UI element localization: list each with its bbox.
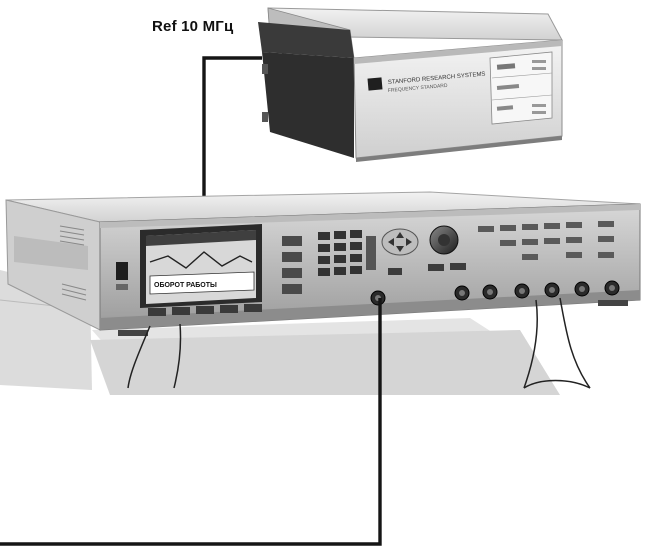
- cluster-button[interactable]: [522, 224, 538, 230]
- keypad-key[interactable]: [350, 254, 362, 262]
- softkey[interactable]: [244, 304, 262, 312]
- arrow-right-icon[interactable]: [406, 238, 412, 246]
- side-button[interactable]: [282, 236, 302, 246]
- function-button[interactable]: [428, 264, 444, 271]
- keypad-key[interactable]: [350, 242, 362, 250]
- cluster-button[interactable]: [500, 240, 516, 246]
- display-banner: ОБОРОТ РАБОТЫ: [154, 282, 217, 289]
- arrow-pad: [381, 228, 419, 256]
- cluster-button[interactable]: [598, 252, 614, 258]
- ref-cable: [202, 56, 262, 198]
- signal-generator: ОБОРОТ РАБОТЫ: [0, 191, 641, 395]
- rotary-knob[interactable]: [429, 225, 459, 255]
- cluster-button[interactable]: [598, 221, 614, 227]
- softkey[interactable]: [172, 307, 190, 315]
- cluster-button[interactable]: [566, 222, 582, 228]
- display-screen: ОБОРОТ РАБОТЫ: [140, 224, 262, 308]
- side-button[interactable]: [282, 284, 302, 294]
- cluster-button[interactable]: [522, 239, 538, 245]
- keypad-key[interactable]: [318, 232, 330, 240]
- cluster-button[interactable]: [598, 236, 614, 242]
- keypad-column[interactable]: [366, 236, 376, 270]
- function-buttons: [388, 263, 466, 275]
- cluster-button[interactable]: [566, 237, 582, 243]
- cluster-button[interactable]: [478, 226, 494, 232]
- power-switch[interactable]: [116, 262, 128, 280]
- cluster-button[interactable]: [522, 254, 538, 260]
- function-button[interactable]: [388, 268, 402, 275]
- keypad-key[interactable]: [334, 267, 346, 275]
- keypad-key[interactable]: [318, 268, 330, 276]
- cluster-button[interactable]: [544, 238, 560, 244]
- numeric-keypad: [318, 230, 376, 276]
- side-vent: [59, 225, 87, 301]
- reference-status-panel: [489, 51, 553, 125]
- function-button[interactable]: [450, 263, 466, 270]
- output-cable: [0, 298, 382, 546]
- keypad-key[interactable]: [334, 243, 346, 251]
- keypad-key[interactable]: [350, 230, 362, 238]
- keypad-key[interactable]: [334, 255, 346, 263]
- side-buttons: [282, 236, 302, 294]
- keypad-key[interactable]: [350, 266, 362, 274]
- softkey[interactable]: [196, 306, 214, 314]
- right-button-cluster: [478, 221, 614, 260]
- keypad-key[interactable]: [318, 244, 330, 252]
- bnc-connectors: [370, 280, 620, 306]
- ref-label: Ref 10 МГц: [152, 18, 234, 35]
- keypad-key[interactable]: [334, 231, 346, 239]
- table-wires: [127, 297, 591, 389]
- arrow-up-icon[interactable]: [396, 232, 404, 238]
- side-button[interactable]: [282, 268, 302, 278]
- arrow-left-icon[interactable]: [388, 238, 394, 246]
- reference-frequency-standard: STANFORD RESEARCH SYSTEMS FREQUENCY STAN…: [258, 7, 563, 162]
- softkeys: [148, 304, 262, 316]
- keypad-key[interactable]: [318, 256, 330, 264]
- softkey[interactable]: [220, 305, 238, 313]
- softkey[interactable]: [148, 308, 166, 316]
- cluster-button[interactable]: [566, 252, 582, 258]
- arrow-down-icon[interactable]: [396, 246, 404, 252]
- svg-text:FREQUENCY STANDARD: FREQUENCY STANDARD: [388, 83, 449, 94]
- cluster-button[interactable]: [544, 223, 560, 229]
- cluster-button[interactable]: [500, 225, 516, 231]
- side-button[interactable]: [282, 252, 302, 262]
